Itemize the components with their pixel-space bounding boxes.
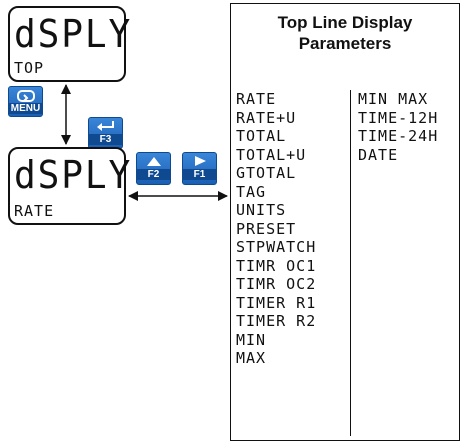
parameter-item: RATE+U [236,108,297,127]
top-display: dSPLY TOP [8,6,130,82]
rate-display: dSPLY RATE [8,147,130,225]
parameter-item: MIN MAX [358,90,429,108]
right-parameter-list: MIN MAX TIME-12H TIME-24H DATE [358,90,438,164]
menu-button-label: MENU [9,103,42,114]
parameter-item: PRESET [236,219,297,238]
top-display-sub-text: TOP [14,59,45,77]
parameter-item: TAG [236,182,267,201]
f2-button-label: F2 [137,169,170,180]
parameter-item: UNITS [236,201,287,219]
f2-button[interactable]: F2 [136,152,171,185]
menu-button[interactable]: MENU [8,86,43,117]
up-arrow-icon [137,153,170,169]
menu-icon [9,87,42,103]
column-divider [350,90,351,436]
panel-title-line-2: Parameters [298,34,392,53]
parameter-item: DATE [358,145,399,164]
f3-button[interactable]: F3 [88,117,123,149]
return-arrow-icon [89,118,122,134]
panel-title-line-1: Top Line Display [277,13,413,32]
parameter-item: TOTAL+U [236,145,307,164]
right-arrow-icon [183,153,216,169]
parameter-item: TIME-12H [358,108,439,127]
parameter-item: TIMER R2 [236,312,317,330]
parameter-item: STPWATCH [236,238,317,256]
parameter-item: TOTAL [236,127,287,145]
parameter-item: MAX [236,349,267,367]
f1-button[interactable]: F1 [182,152,217,185]
parameter-item: TIMR OC2 [236,275,317,293]
f1-button-label: F1 [183,169,216,180]
parameter-item: MIN [236,330,267,349]
parameter-item: TIMER R1 [236,293,317,312]
rate-display-main-text: dSPLY [14,153,133,197]
parameter-item: TIMR OC1 [236,256,317,275]
top-display-main-text: dSPLY [14,12,133,56]
parameter-item: TIME-24H [358,127,439,145]
panel-title: Top Line Display Parameters [231,12,459,54]
rate-display-sub-text: RATE [14,202,55,220]
parameter-item: GTOTAL [236,164,297,182]
f3-button-label: F3 [89,134,122,145]
parameters-panel: Top Line Display Parameters RATE RATE+U … [230,3,460,441]
left-parameter-list: RATE RATE+U TOTAL TOTAL+U GTOTAL TAG UNI… [236,90,316,368]
parameter-item: RATE [236,90,277,108]
